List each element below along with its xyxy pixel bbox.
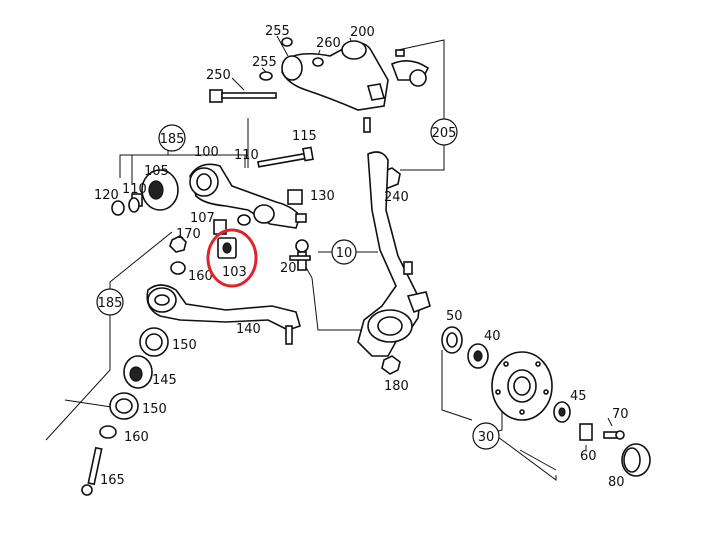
label-180: 180 — [384, 379, 409, 394]
label-80: 80 — [608, 475, 625, 490]
label-185-upper: 185 — [160, 132, 185, 147]
bearing-45 — [553, 401, 571, 423]
label-255b: 255 — [252, 55, 277, 70]
label-45: 45 — [570, 389, 587, 404]
label-103: 103 — [222, 265, 247, 280]
label-50: 50 — [446, 309, 463, 324]
label-60: 60 — [580, 449, 597, 464]
label-255a: 255 — [265, 24, 290, 39]
nut-180 — [381, 355, 401, 375]
label-170: 170 — [176, 227, 201, 242]
label-205: 205 — [432, 126, 457, 141]
nut-170 — [169, 235, 187, 253]
label-130: 130 — [310, 189, 335, 204]
group-label-185-lower: 185 — [96, 288, 124, 316]
label-70: 70 — [612, 407, 629, 422]
bolt-70 — [603, 430, 625, 440]
label-100: 100 — [194, 145, 219, 160]
nut-130 — [287, 189, 303, 205]
leader-lines — [45, 35, 613, 481]
label-160a: 160 — [188, 269, 213, 284]
label-260: 260 — [316, 36, 341, 51]
washer-160-bottom — [99, 425, 117, 439]
bolt-115 — [257, 146, 314, 168]
bushing-255-260 — [259, 37, 371, 133]
label-110a: 110 — [234, 148, 259, 163]
label-105: 105 — [144, 164, 169, 179]
group-label-30: 30 — [472, 422, 500, 450]
washer-160-top — [170, 261, 186, 275]
bushing-150-top — [139, 327, 169, 357]
label-115: 115 — [292, 129, 317, 144]
label-120: 120 — [94, 188, 119, 203]
group-label-205: 205 — [430, 118, 458, 146]
bolt-250 — [209, 89, 277, 103]
bearing-40 — [467, 343, 489, 369]
shield-50 — [441, 326, 463, 354]
ball-joint-20 — [289, 239, 311, 271]
label-30: 30 — [478, 430, 495, 445]
highlight-circle-103 — [206, 228, 258, 288]
bushing-145 — [123, 355, 153, 389]
label-160b: 160 — [124, 430, 149, 445]
bushing-103 — [217, 237, 237, 259]
label-165: 165 — [100, 473, 125, 488]
label-185-lower: 185 — [98, 296, 123, 311]
label-20: 20 — [280, 261, 297, 276]
bushing-150-bottom — [109, 392, 139, 420]
nut-60 — [579, 423, 593, 441]
upper-control-arm — [281, 40, 430, 111]
group-label-10: 10 — [331, 239, 357, 265]
label-40: 40 — [484, 329, 501, 344]
cap-80 — [621, 443, 651, 477]
label-200: 200 — [350, 25, 375, 40]
label-140: 140 — [236, 322, 261, 337]
label-250: 250 — [206, 68, 231, 83]
label-107: 107 — [190, 211, 215, 226]
lower-arm-100 — [189, 163, 307, 229]
bolt-165 — [81, 446, 103, 496]
label-110b: 110 — [122, 182, 147, 197]
label-240: 240 — [384, 190, 409, 205]
hub-30 — [491, 351, 553, 421]
group-label-185-upper: 185 — [158, 124, 186, 152]
washer-110-120 — [111, 197, 140, 216]
label-150b: 150 — [142, 402, 167, 417]
tension-arm-140 — [146, 284, 301, 345]
label-145: 145 — [152, 373, 177, 388]
part-labels: 255 200 260 255 250 115 100 110 105 130 … — [94, 24, 629, 490]
steering-knuckle — [357, 151, 431, 357]
label-150a: 150 — [172, 338, 197, 353]
label-10: 10 — [336, 246, 353, 261]
